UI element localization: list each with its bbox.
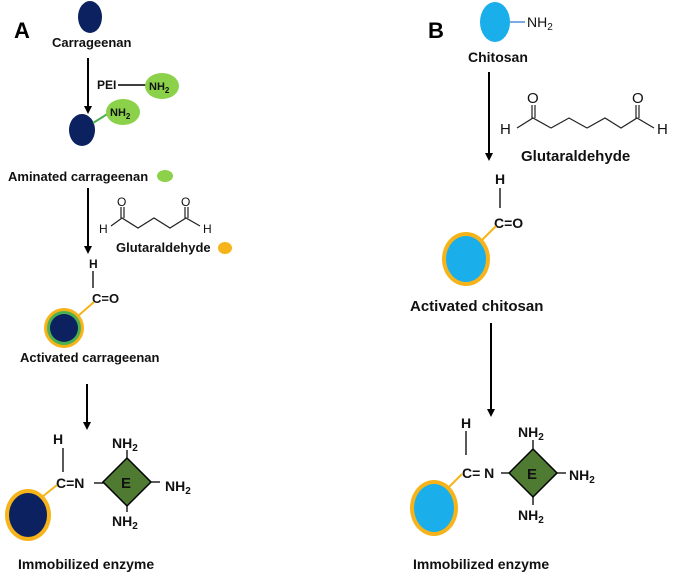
pei-nh2: NH2 [149,81,170,95]
enzyme-a-label: E [121,475,131,492]
activated-chitosan-label: Activated chitosan [410,298,543,315]
enzyme-a-nh2-bottom: NH2 [112,513,138,532]
activated-a-h: H [89,257,98,271]
chitosan-label: Chitosan [468,49,528,65]
chitosan-nh2: NH2 [527,14,553,33]
carrageenan-label: Carrageenan [52,35,132,50]
enzyme-b-nh2-top: NH2 [518,424,544,443]
immob-b-linker [447,473,463,489]
glut-b-h-left: H [500,121,511,138]
enzyme-b-nh2-right: NH2 [569,467,595,486]
glutaraldehyde-structure-b [516,105,655,129]
enzyme-b-label: E [527,466,537,483]
immob-b-cn: C= N [462,465,494,481]
pei-label: PEI [97,78,116,92]
immobilized-enzyme-label-b: Immobilized enzyme [413,556,549,572]
chitosan-bead [480,2,510,42]
pei-amine-blob [145,73,179,99]
activated-a-linker [77,301,95,317]
enzyme-b-nh2-bottom: NH2 [518,507,544,526]
immob-b-h: H [461,415,471,431]
glutaraldehyde-structure-a [110,207,201,229]
activated-a-ceo: C=O [92,291,119,306]
amine-legend-dot [157,170,173,182]
panel-a-letter: A [14,18,30,43]
aminated-bond [92,112,110,124]
immob-a-cn: C=N [56,475,84,491]
immob-a-h: H [53,431,63,447]
glut-a-h-right: H [203,222,212,236]
activated-b-linker [481,225,497,241]
aminated-carrageenan-label: Aminated carrageenan [8,169,148,184]
glut-a-o-left: O [117,195,126,209]
immobilized-enzyme-label-a: Immobilized enzyme [18,556,154,572]
activated-b-ceo: C=O [494,215,523,231]
aminated-nh2: NH2 [110,107,131,121]
glut-b-h-right: H [657,121,668,138]
aminated-bead [69,114,95,146]
enzyme-a-nh2-top: NH2 [112,435,138,454]
activated-carrageenan-label: Activated carrageenan [20,350,160,365]
glut-b-o-left: O [527,90,539,107]
glut-b-o-right: O [632,90,644,107]
glutaraldehyde-label-b: Glutaraldehyde [521,148,630,165]
activated-b-h: H [495,171,505,187]
glutaraldehyde-legend-dot [218,242,232,254]
glut-a-o-right: O [181,195,190,209]
carrageenan-bead [78,1,102,33]
aminated-amine-blob [106,99,140,125]
glutaraldehyde-label-a: Glutaraldehyde [116,240,211,255]
enzyme-a-nh2-right: NH2 [165,478,191,497]
panel-b-letter: B [428,18,444,43]
glut-a-h-left: H [99,222,108,236]
